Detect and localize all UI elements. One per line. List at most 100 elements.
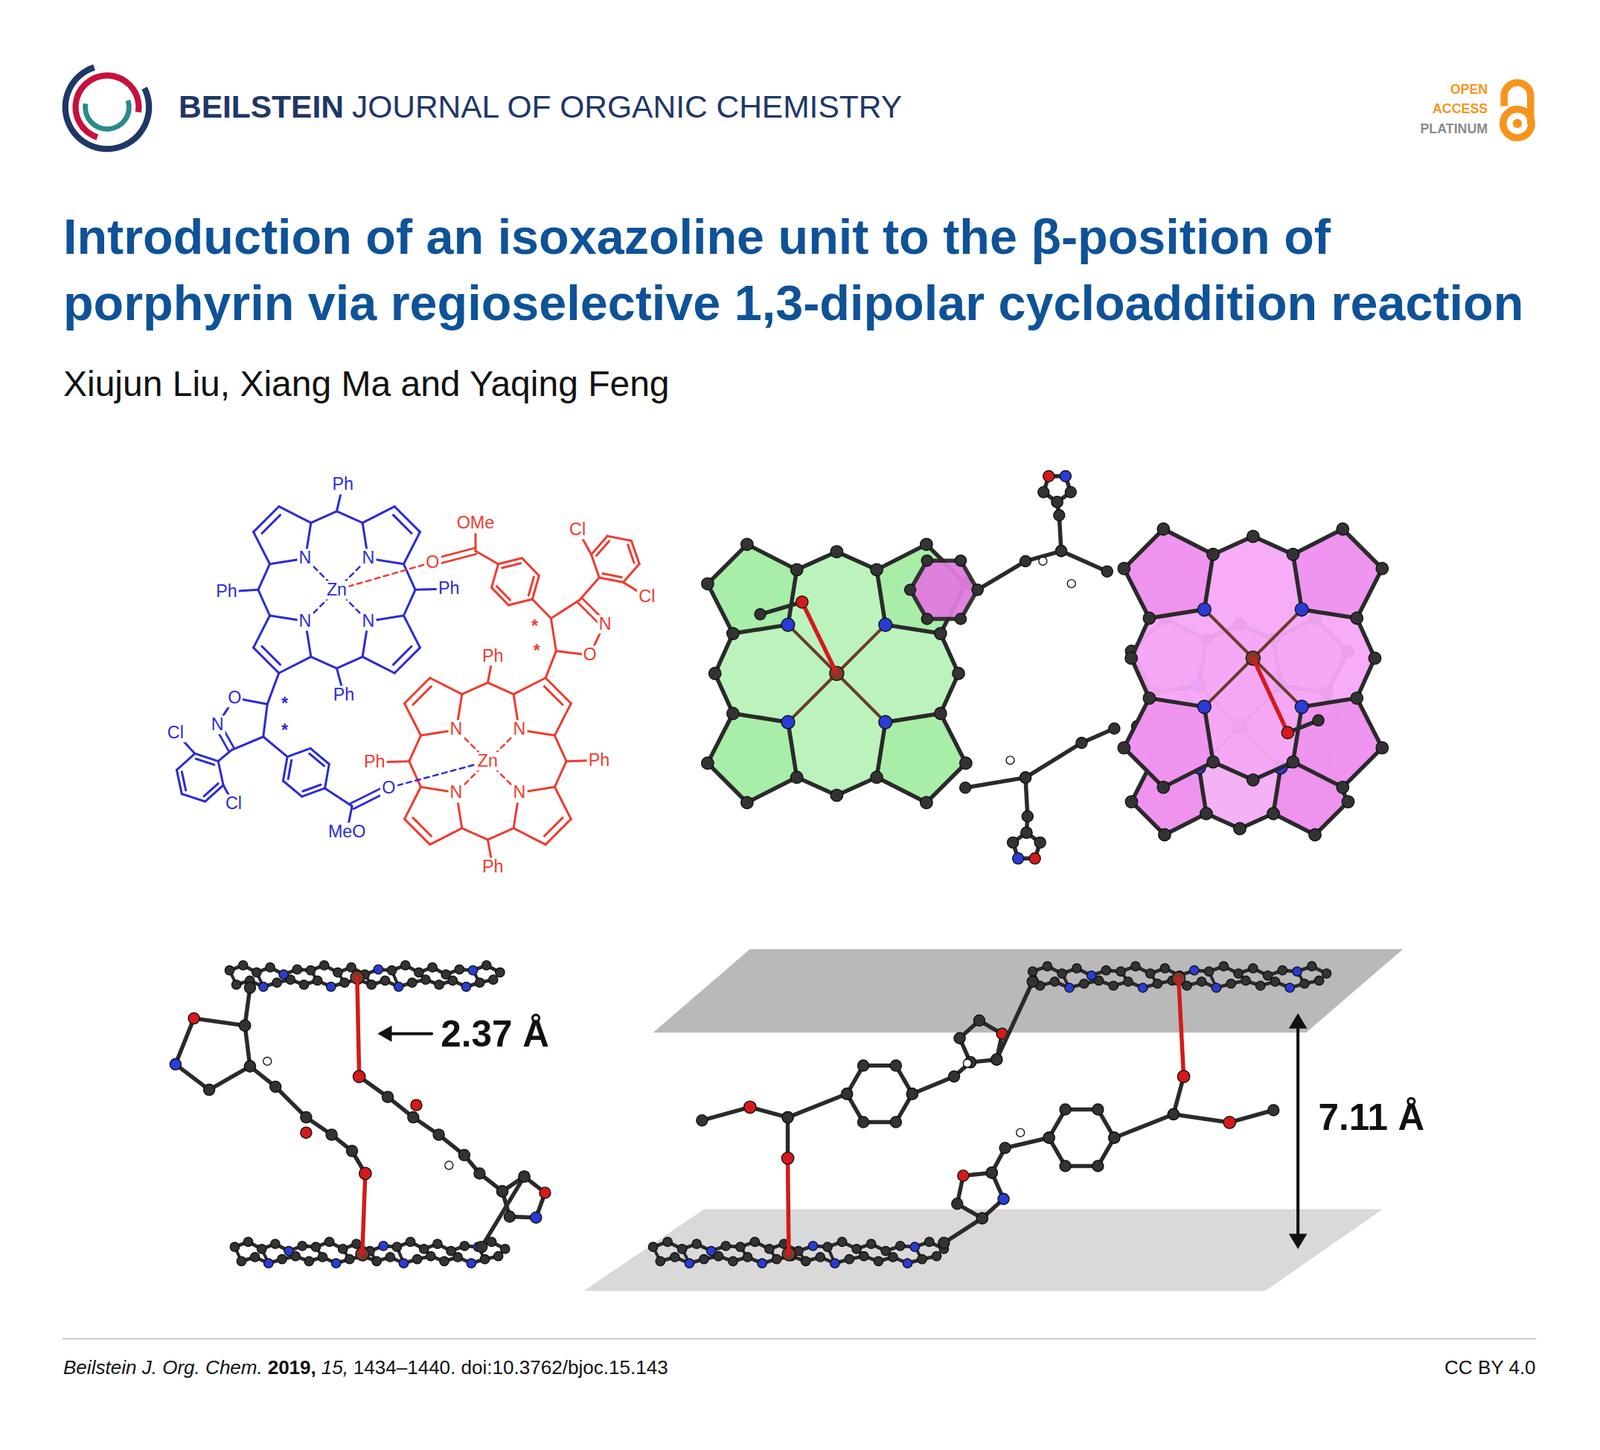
atom-ball — [960, 756, 972, 769]
atom-ball — [407, 1111, 419, 1123]
hydrogen-ball — [263, 1056, 272, 1065]
atom-ball — [311, 1242, 320, 1251]
atom-ball — [917, 1253, 927, 1263]
bond — [579, 577, 600, 600]
stick — [1293, 554, 1303, 610]
atom-ball — [359, 1167, 371, 1179]
bond — [311, 511, 338, 524]
atom-ball — [1368, 651, 1381, 664]
coordination-dash — [336, 561, 433, 590]
atom-ball — [1019, 771, 1031, 783]
atom-ball — [373, 964, 383, 974]
atom-ball — [971, 584, 984, 596]
atom-ball — [461, 981, 471, 991]
stick — [1356, 568, 1382, 619]
atom-ball — [480, 1253, 489, 1263]
atom-ball — [1294, 700, 1309, 714]
atom-ball — [1059, 1103, 1071, 1115]
atom-ball — [346, 962, 356, 972]
zn-n-stick — [1204, 657, 1253, 707]
bond — [403, 532, 420, 565]
atom-ball — [297, 1241, 307, 1251]
atom-ball — [372, 1256, 382, 1266]
bond — [176, 769, 182, 794]
atom-ball — [948, 1070, 960, 1083]
citation: 2019, — [267, 1357, 317, 1377]
stick — [876, 569, 886, 625]
hydrogen-ball — [1038, 556, 1048, 565]
atom-ball — [1021, 826, 1033, 838]
atom-ball — [1241, 975, 1251, 985]
atom-ball — [844, 1253, 854, 1263]
atom-ball — [1178, 1070, 1190, 1083]
atom-ball — [497, 1185, 509, 1197]
bond — [554, 786, 571, 819]
atom-ball — [1277, 965, 1287, 975]
stick — [1163, 529, 1214, 555]
zn-n-stick — [788, 673, 837, 722]
stick — [275, 1086, 306, 1118]
atom-ball — [1286, 548, 1299, 561]
atom-ball — [426, 1250, 436, 1260]
zn-o-stick — [1253, 657, 1289, 733]
atom-label: Cl — [637, 587, 657, 606]
atom-ball — [692, 1239, 702, 1248]
atom-ball — [1282, 727, 1294, 739]
atom-ball — [1158, 828, 1171, 841]
atom-ball — [754, 608, 766, 620]
stick — [1123, 747, 1164, 788]
atom-ball — [292, 964, 302, 974]
stick — [707, 544, 748, 584]
atom-ball — [352, 1070, 365, 1083]
atom-ball — [920, 538, 933, 550]
atom-ball — [1027, 966, 1037, 976]
stick — [926, 762, 966, 803]
double-bond — [502, 563, 521, 568]
atom-ball — [938, 1236, 950, 1248]
atom-ball — [1064, 983, 1074, 992]
atom-ball — [906, 1088, 918, 1100]
stick — [1273, 813, 1315, 835]
atom-ball — [1218, 961, 1228, 971]
atom-ball — [380, 975, 390, 985]
atom-ball — [433, 1239, 443, 1248]
atom-ball — [495, 967, 505, 977]
benzene-fill — [910, 560, 978, 619]
atom-ball — [878, 617, 893, 632]
atom-ball — [277, 1253, 287, 1263]
atom-ball — [414, 967, 424, 977]
atom-ball — [701, 577, 714, 590]
atom-ball — [236, 1256, 246, 1266]
blue-porphyrin — [175, 484, 449, 832]
atom-ball — [890, 1116, 902, 1128]
atom-ball — [459, 1241, 469, 1251]
atom-ball — [696, 1114, 708, 1126]
double-bond — [596, 541, 610, 556]
atom-ball — [890, 1059, 902, 1071]
atom-ball — [264, 1258, 274, 1268]
logo-arc — [72, 72, 142, 140]
atom-ball — [468, 965, 478, 975]
atom-ball — [706, 1246, 716, 1256]
atom-ball — [954, 555, 966, 567]
bond — [513, 828, 546, 845]
stick — [733, 712, 789, 722]
atom-ball — [823, 1242, 832, 1251]
bond — [522, 558, 540, 576]
bond — [176, 753, 195, 770]
atom-label: N — [360, 548, 377, 568]
atom-ball — [976, 1212, 988, 1224]
atom-ball — [1021, 810, 1033, 822]
pyrrole-fill — [707, 544, 798, 634]
atom-ball — [382, 1090, 394, 1103]
stick — [1293, 529, 1344, 555]
atom-ball — [744, 1101, 756, 1113]
atom-ball — [272, 977, 282, 987]
atom-ball — [1143, 611, 1155, 624]
atom-ball — [866, 1239, 876, 1248]
stick — [876, 776, 927, 803]
bond — [362, 506, 395, 523]
atom-ball — [392, 1242, 402, 1251]
macrocycle-fill — [1123, 529, 1382, 788]
stick — [1025, 742, 1082, 778]
